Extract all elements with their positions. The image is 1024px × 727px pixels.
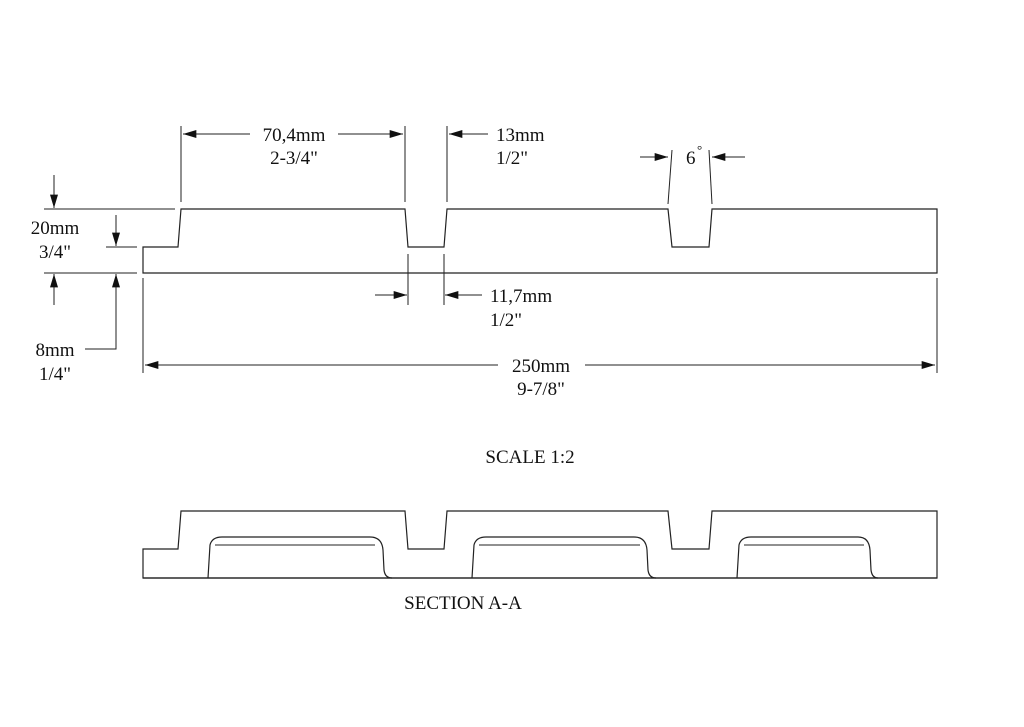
groove-bottom-mm: 11,7mm (490, 286, 552, 307)
dimension-groove-bottom: 11,7mm 1/2" (375, 254, 552, 331)
scale-label: SCALE 1:2 (485, 447, 574, 468)
groove-top-mm: 13mm (496, 125, 545, 146)
total-length-inch: 9-7/8" (517, 379, 565, 400)
dimension-total-length: 250mm 9-7/8" (142, 278, 938, 400)
groove-top-inch: 1/2" (496, 148, 528, 169)
angle-unit: ° (697, 142, 702, 157)
dimension-step-width: 70,4mm 2-3/4" (180, 125, 406, 202)
base-height-mm: 8mm (35, 340, 74, 361)
section-label: SECTION A-A (404, 593, 522, 614)
total-height-mm: 20mm (31, 218, 80, 239)
profile-outline (142, 208, 938, 274)
cavity-1 (207, 536, 393, 579)
angle-value: 6 (686, 148, 696, 169)
dimension-groove-top: 13mm 1/2" (446, 125, 545, 202)
total-height-inch: 3/4" (39, 242, 71, 263)
dimension-groove-angle: 6 ° (640, 142, 745, 205)
total-length-mm: 250mm (512, 356, 570, 377)
cavity-2 (471, 536, 657, 579)
step-width-inch: 2-3/4" (270, 148, 318, 169)
section-view (142, 510, 938, 579)
dimension-base-height: 8mm 1/4" (35, 215, 137, 385)
step-width-mm: 70,4mm (263, 125, 326, 146)
dimension-total-height: 20mm 3/4" (31, 175, 175, 305)
base-height-inch: 1/4" (39, 364, 71, 385)
groove-bottom-inch: 1/2" (490, 310, 522, 331)
cavity-3 (736, 536, 879, 579)
